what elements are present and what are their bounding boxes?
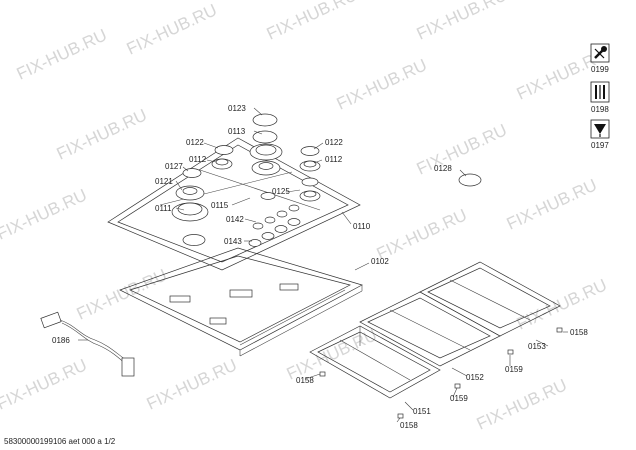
watermark: FIX-HUB.RU <box>144 355 240 413</box>
side-icon-0198: 0198 <box>590 81 610 114</box>
document-footer: 58300000199106 aet 000 a 1/2 <box>4 437 116 446</box>
part-labels: 0123 0113 0122 0122 0112 0112 0127 0121 … <box>52 104 588 430</box>
side-icon-0199: 0199 <box>590 43 610 74</box>
label-0113: 0113 <box>228 127 246 136</box>
grease-icon <box>594 124 606 137</box>
watermark: FIX-HUB.RU <box>74 265 170 323</box>
burner-cap-0122-right <box>300 146 320 156</box>
watermark: FIX-HUB.RU <box>14 25 110 83</box>
rubber-foot-0159 <box>454 383 461 389</box>
label-0111: 0111 <box>155 204 172 213</box>
label-0102: 0102 <box>371 257 389 266</box>
control-knobs-0143 <box>248 218 301 247</box>
burner-cap-0123 <box>252 113 278 127</box>
pan-support-0153 <box>419 261 561 337</box>
burner-cap-0125 <box>301 177 319 187</box>
label-0125: 0125 <box>272 187 290 196</box>
burner-wok-front <box>171 185 209 222</box>
icon-code-0199: 0199 <box>591 65 609 74</box>
watermark: FIX-HUB.RU <box>474 375 570 433</box>
label-0153: 0153 <box>528 342 546 351</box>
watermark: FIX-HUB.RU <box>414 120 510 178</box>
burner-right-rear <box>299 160 321 172</box>
label-0128: 0128 <box>434 164 452 173</box>
watermark: FIX-HUB.RU <box>0 185 90 243</box>
rubber-foot-0158 <box>397 413 404 419</box>
rubber-foot-0158 <box>319 371 326 377</box>
gas-connection-cable <box>40 311 135 377</box>
burner-hole-front <box>182 234 206 246</box>
burner-left-rear <box>211 158 233 170</box>
label-0112: 0112 <box>189 155 207 164</box>
label-0143: 0143 <box>224 237 242 246</box>
label-0151: 0151 <box>413 407 431 416</box>
icon-code-0198: 0198 <box>591 105 609 114</box>
icon-code-0197: 0197 <box>591 141 609 150</box>
burner-large-rear <box>249 143 283 176</box>
side-icon-0197: 0197 <box>590 119 610 150</box>
watermark: FIX-HUB.RU <box>334 55 430 113</box>
watermark: FIX-HUB.RU <box>414 0 510 44</box>
watermark: FIX-HUB.RU <box>514 275 610 333</box>
label-0159: 0159 <box>450 394 468 403</box>
watermark: FIX-HUB.RU <box>0 355 90 413</box>
burner-cap-0128 <box>458 173 482 187</box>
rubber-foot-0158 <box>556 327 563 333</box>
wrench-screwdriver-icon <box>594 46 607 59</box>
rubber-foot-0159 <box>507 349 514 355</box>
label-0158: 0158 <box>296 376 314 385</box>
label-0127: 0127 <box>165 162 183 171</box>
label-0158: 0158 <box>570 328 588 337</box>
watermark: FIX-HUB.RU <box>124 0 220 58</box>
label-0110: 0110 <box>353 222 371 231</box>
watermark: FIX-HUB.RU <box>264 0 360 44</box>
burner-right-front <box>260 190 321 202</box>
hob-bottom-tray <box>119 247 363 357</box>
control-knobs-0142 <box>252 204 300 230</box>
tools-icon <box>595 85 605 99</box>
label-0112: 0112 <box>325 155 343 164</box>
label-0121: 0121 <box>155 177 173 186</box>
leader-lines <box>78 107 568 423</box>
label-0159: 0159 <box>505 365 523 374</box>
label-0115: 0115 <box>211 201 229 210</box>
label-0152: 0152 <box>466 373 484 382</box>
watermark: FIX-HUB.RU <box>374 205 470 263</box>
burner-cap-0122-left <box>214 145 234 155</box>
label-0186: 0186 <box>52 336 70 345</box>
watermark: FIX-HUB.RU <box>54 105 150 163</box>
pan-support-0152 <box>309 325 441 399</box>
watermark: FIX-HUB.RU <box>504 175 600 233</box>
label-0158: 0158 <box>400 421 418 430</box>
pan-support-0151 <box>359 291 501 367</box>
label-0122: 0122 <box>186 138 204 147</box>
burner-cap-0127 <box>182 168 202 178</box>
label-0142: 0142 <box>226 215 244 224</box>
label-0123: 0123 <box>228 104 246 113</box>
burner-cap-0113 <box>252 130 278 144</box>
label-0122: 0122 <box>325 138 343 147</box>
